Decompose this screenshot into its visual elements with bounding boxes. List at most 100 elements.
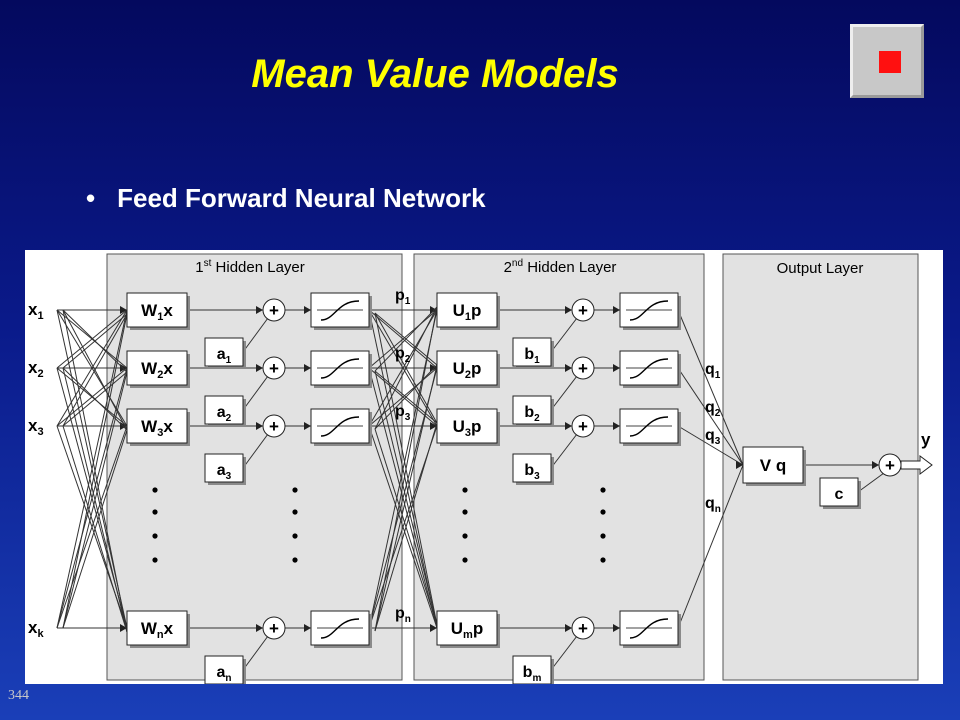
sum-node-1-2-symbol: + bbox=[269, 359, 279, 378]
vq-block-label: V q bbox=[760, 456, 786, 475]
cross-wire bbox=[62, 313, 128, 427]
sum-arrowhead-icon bbox=[872, 461, 879, 469]
input-label-4-base: x bbox=[28, 618, 38, 637]
cross-wire bbox=[368, 367, 438, 427]
input-arrowhead-icon bbox=[120, 624, 127, 632]
hidden-layer-1-title: 1st Hidden Layer bbox=[195, 258, 305, 276]
sum-node-2-1 bbox=[571, 298, 595, 322]
bias-wire bbox=[242, 317, 269, 353]
cross-wire bbox=[368, 367, 438, 629]
ellipsis-dot bbox=[600, 487, 606, 493]
a-block-label-3-base: a bbox=[217, 462, 226, 479]
ellipsis-dot bbox=[152, 533, 158, 539]
hidden-layer-1-title-post: Hidden Layer bbox=[211, 259, 304, 276]
b-block-label-2-base: b bbox=[524, 404, 534, 421]
b-block-label-1-sub: 1 bbox=[534, 355, 540, 366]
u-block-label-2-sub: 2 bbox=[465, 369, 471, 381]
ellipsis-dot bbox=[292, 509, 298, 515]
stop-square-icon[interactable] bbox=[850, 24, 924, 98]
hidden-layer-1-title-sup: st bbox=[204, 258, 212, 269]
w-block-label-2-base: W bbox=[141, 359, 158, 378]
c-block bbox=[819, 477, 859, 507]
a-block-label-4-base: a bbox=[216, 664, 225, 681]
sum-node-2-4-symbol: + bbox=[578, 619, 588, 638]
b-block-label-3: b3 bbox=[524, 462, 540, 482]
bias-wire bbox=[550, 317, 578, 353]
q-label-4-sub: n bbox=[715, 504, 721, 515]
ellipsis-dot bbox=[152, 557, 158, 563]
q-label-2-base: q bbox=[705, 399, 715, 416]
sum-node-2-2 bbox=[571, 356, 595, 380]
a-block-label-4: an bbox=[216, 664, 231, 684]
b-block-1 bbox=[512, 337, 552, 367]
output-sum-node-symbol: + bbox=[885, 456, 895, 475]
sigmoid-curve-icon bbox=[320, 618, 360, 639]
b-block-2 bbox=[512, 395, 552, 425]
w-block-4 bbox=[126, 610, 188, 646]
w-block-label-1-sub: 1 bbox=[157, 311, 163, 323]
act-arrowhead-icon bbox=[304, 306, 311, 314]
b-block-label-1-base: b bbox=[524, 346, 534, 363]
hidden-layer-1-title-pre: 1 bbox=[195, 259, 203, 276]
p-label-2-base: p bbox=[395, 345, 405, 362]
bullet-item: •Feed Forward Neural Network bbox=[86, 183, 486, 214]
w-block-1 bbox=[126, 292, 188, 328]
sum-node-2-3 bbox=[571, 414, 595, 438]
cross-wire bbox=[368, 309, 438, 369]
b-block-label-4-sub: m bbox=[532, 673, 541, 684]
ellipsis-dot bbox=[462, 533, 468, 539]
u-block-label-3-sub: 3 bbox=[465, 427, 471, 439]
p-label-3: p3 bbox=[395, 403, 411, 423]
cross-wire bbox=[374, 306, 438, 430]
u-block-1 bbox=[436, 292, 498, 328]
cross-wire bbox=[56, 367, 128, 427]
a-block-label-2-base: a bbox=[217, 404, 226, 421]
sum-arrowhead-icon bbox=[565, 624, 572, 632]
input-label-3-sub: 3 bbox=[37, 426, 43, 438]
u-block-label-2-base: U bbox=[453, 359, 465, 378]
cross-wire bbox=[374, 364, 438, 632]
sum-arrowhead-icon bbox=[256, 306, 263, 314]
bias-wire bbox=[242, 635, 269, 671]
u-block-label-4-tail: p bbox=[473, 619, 483, 638]
sigmoid-curve-icon bbox=[320, 300, 360, 321]
bias-wire bbox=[242, 375, 269, 411]
output-y-label: y bbox=[921, 430, 931, 449]
p-label-4-sub: n bbox=[405, 614, 411, 625]
cross-wire bbox=[62, 313, 128, 369]
u-block-label-4-sub: m bbox=[463, 629, 473, 641]
u-block-4 bbox=[436, 610, 498, 646]
a-block-label-1-sub: 1 bbox=[226, 355, 232, 366]
sum-node-1-4-symbol: + bbox=[269, 619, 279, 638]
bullet-text: Feed Forward Neural Network bbox=[117, 183, 486, 213]
u-block-label-1: U1p bbox=[453, 301, 482, 323]
cross-wire bbox=[374, 422, 438, 632]
output-arrow-icon bbox=[900, 455, 933, 475]
sigmoid-curve-icon bbox=[320, 416, 360, 437]
vq-block bbox=[742, 446, 804, 484]
act-arrowhead-icon bbox=[304, 422, 311, 430]
a-block-2 bbox=[204, 395, 244, 425]
p-label-2-sub: 2 bbox=[405, 354, 411, 365]
sigmoid-curve-icon bbox=[629, 300, 669, 321]
cross-wire bbox=[56, 425, 128, 629]
cross-wire bbox=[62, 371, 128, 629]
sum-node-2-3-symbol: + bbox=[578, 417, 588, 436]
u-block-3 bbox=[436, 408, 498, 444]
cross-wire bbox=[62, 429, 128, 629]
hidden-layer-2-title-sup: nd bbox=[512, 258, 523, 269]
sigmoid-curve-icon bbox=[629, 416, 669, 437]
ellipsis-dot bbox=[152, 509, 158, 515]
sum-arrowhead-icon bbox=[256, 364, 263, 372]
ellipsis-dot bbox=[292, 487, 298, 493]
sum-node-1-3 bbox=[262, 414, 286, 438]
b-block-label-2-sub: 2 bbox=[534, 413, 540, 424]
w-block-label-2: W2x bbox=[141, 359, 173, 381]
b-block-label-3-base: b bbox=[524, 462, 534, 479]
input-label-2-sub: 2 bbox=[37, 368, 43, 380]
a-block-label-2: a2 bbox=[217, 404, 232, 424]
input-arrowhead-icon bbox=[120, 306, 127, 314]
sum-arrowhead-icon bbox=[256, 422, 263, 430]
w-block-label-4-tail: x bbox=[164, 619, 174, 638]
cross-wire bbox=[56, 309, 128, 427]
